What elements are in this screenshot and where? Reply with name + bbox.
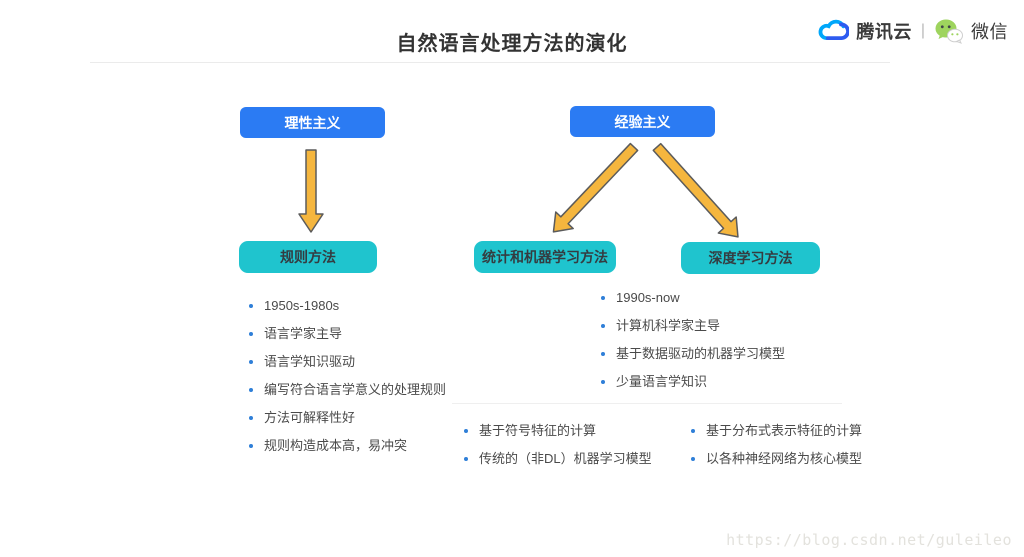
bullet-icon	[249, 304, 253, 308]
list-item-label: 基于分布式表示特征的计算	[706, 423, 863, 438]
arrow-diag-left-icon	[552, 142, 639, 233]
list-item-label: 语言学知识驱动	[264, 354, 356, 369]
list-item: 基于符号特征的计算	[464, 424, 652, 438]
bullet-icon	[249, 416, 253, 420]
brand-area: 腾讯云 | 微信	[815, 18, 1008, 44]
node-deep-learning-method: 深度学习方法	[681, 242, 820, 274]
header-divider	[90, 62, 890, 63]
list-item-label: 以各种神经网络为核心模型	[706, 451, 863, 466]
node-stat-ml-method: 统计和机器学习方法	[474, 241, 616, 273]
bullet-icon	[601, 352, 605, 356]
list-item-label: 基于数据驱动的机器学习模型	[616, 346, 786, 361]
list-item-label: 少量语言学知识	[616, 374, 708, 389]
bullet-icon	[249, 360, 253, 364]
stat-ml-list: 1990s-now 计算机科学家主导基于数据驱动的机器学习模型少量语言学知识	[601, 291, 785, 403]
watermark-url: https://blog.csdn.net/guleileo	[726, 531, 1012, 549]
list-item: 基于分布式表示特征的计算	[691, 424, 862, 438]
node-rationalism: 理性主义	[240, 107, 385, 138]
bullet-icon	[601, 324, 605, 328]
list-item-label: 规则构造成本高，易冲突	[264, 438, 408, 453]
bullet-icon	[249, 388, 253, 392]
list-item-label: 计算机科学家主导	[616, 318, 721, 333]
bullet-icon	[464, 429, 468, 433]
arrow-down-icon	[298, 149, 324, 233]
list-item-label: 1990s-now	[616, 290, 680, 305]
detail-divider	[452, 403, 842, 404]
list-item-label: 编写符合语言学意义的处理规则	[264, 382, 447, 397]
list-item: 以各种神经网络为核心模型	[691, 452, 862, 466]
list-item: 语言学知识驱动	[249, 355, 446, 369]
bullet-icon	[691, 429, 695, 433]
list-item: 1950s-1980s	[249, 299, 446, 313]
tencent-cloud-label: 腾讯云	[856, 22, 912, 42]
list-item: 少量语言学知识	[601, 375, 785, 389]
list-item-label: 方法可解释性好	[264, 410, 356, 425]
node-rule-method: 规则方法	[239, 241, 377, 273]
bullet-icon	[601, 296, 605, 300]
list-item: 规则构造成本高，易冲突	[249, 439, 446, 453]
list-item: 方法可解释性好	[249, 411, 446, 425]
rule-method-list: 1950s-1980s 语言学家主导语言学知识驱动编写符合语言学意义的处理规则方法…	[249, 299, 446, 467]
bullet-icon	[691, 457, 695, 461]
page-title: 自然语言处理方法的演化	[396, 33, 628, 55]
list-item: 编写符合语言学意义的处理规则	[249, 383, 446, 397]
wechat-icon	[934, 18, 964, 44]
list-item-label: 传统的（非DL）机器学习模型	[479, 451, 652, 466]
stat-detail-list: 基于符号特征的计算传统的（非DL）机器学习模型	[464, 424, 652, 480]
bullet-icon	[464, 457, 468, 461]
arrow-diag-right-icon	[652, 142, 739, 238]
bullet-icon	[249, 332, 253, 336]
list-item-label: 1950s-1980s	[264, 298, 340, 313]
brand-separator: |	[920, 22, 925, 39]
list-item: 1990s-now	[601, 291, 785, 305]
list-item-label: 语言学家主导	[264, 326, 343, 341]
bullet-icon	[249, 444, 253, 448]
deep-detail-list: 基于分布式表示特征的计算以各种神经网络为核心模型	[691, 424, 862, 480]
list-item: 计算机科学家主导	[601, 319, 785, 333]
bullet-icon	[601, 380, 605, 384]
list-item: 传统的（非DL）机器学习模型	[464, 452, 652, 466]
list-item: 语言学家主导	[249, 327, 446, 341]
tencent-cloud-icon	[815, 18, 850, 44]
node-empiricism: 经验主义	[570, 106, 715, 137]
list-item-label: 基于符号特征的计算	[479, 423, 597, 438]
wechat-label: 微信	[971, 22, 1008, 42]
list-item: 基于数据驱动的机器学习模型	[601, 347, 785, 361]
